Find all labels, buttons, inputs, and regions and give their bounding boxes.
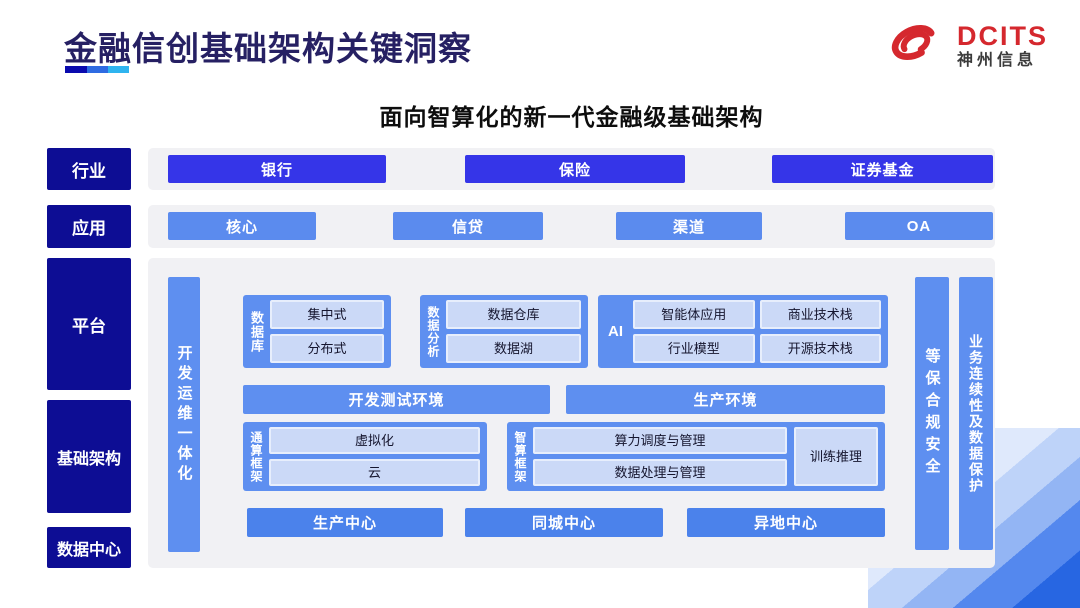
underline-segment-light <box>108 66 129 73</box>
ai-group: AI 智能体应用 商业技术栈 行业模型 开源技术栈 <box>598 295 888 368</box>
security-vertical-bar: 等保合规安全 <box>915 277 949 550</box>
database-item-distributed: 分布式 <box>270 334 384 363</box>
ai-group-label: AI <box>608 323 623 340</box>
industry-item-bank: 银行 <box>168 155 386 183</box>
center-production: 生产中心 <box>247 508 443 537</box>
logo-text: DCITS 神州信息 <box>957 20 1048 69</box>
analytics-group: 数据分析 数据仓库 数据湖 <box>420 295 588 368</box>
analytics-item-warehouse: 数据仓库 <box>446 300 581 329</box>
diagram-title: 面向智算化的新一代金融级基础架构 <box>379 104 764 130</box>
continuity-vertical-bar: 业务连续性及数据保护 <box>959 277 993 550</box>
ai-item-open-source: 开源技术栈 <box>759 334 881 363</box>
industry-row: 银行 保险 证券基金 <box>148 148 995 190</box>
layer-label-application: 应用 <box>47 205 131 248</box>
smart-compute-group: 智算框架 算力调度与管理 数据处理与管理 训练推理 <box>507 422 885 491</box>
platform-panel: 开发运维一体化 等保合规安全 业务连续性及数据保护 数据库 集中式 分布式 数据… <box>148 258 995 568</box>
center-remote: 异地中心 <box>687 508 885 537</box>
layer-label-infrastructure: 基础架构 <box>47 400 131 513</box>
underline-segment-dark <box>65 66 87 73</box>
ai-item-agent-app: 智能体应用 <box>633 300 755 329</box>
production-environment-bar: 生产环境 <box>566 385 885 414</box>
layer-label-platform: 平台 <box>47 258 131 390</box>
layer-label-industry: 行业 <box>47 148 131 190</box>
database-item-centralized: 集中式 <box>270 300 384 329</box>
database-group: 数据库 集中式 分布式 <box>243 295 391 368</box>
underline-segment-medium <box>87 66 108 73</box>
smart-item-data-processing: 数据处理与管理 <box>533 459 787 486</box>
dcits-swirl-icon <box>881 16 947 75</box>
center-same-city: 同城中心 <box>465 508 663 537</box>
analytics-group-label: 数据分析 <box>426 305 440 358</box>
application-item-credit: 信贷 <box>393 212 543 240</box>
general-item-virtualization: 虚拟化 <box>269 427 480 454</box>
smart-item-train-infer: 训练推理 <box>794 427 878 486</box>
layer-label-datacenter: 数据中心 <box>47 527 131 568</box>
industry-item-insurance: 保险 <box>465 155 685 183</box>
general-item-cloud: 云 <box>269 459 480 486</box>
smart-compute-label: 智算框架 <box>513 430 527 483</box>
general-compute-group: 通算框架 虚拟化 云 <box>243 422 487 491</box>
smart-item-compute-scheduling: 算力调度与管理 <box>533 427 787 454</box>
application-item-oa: OA <box>845 212 993 240</box>
ai-item-commercial: 商业技术栈 <box>759 300 881 329</box>
database-group-label: 数据库 <box>249 310 264 353</box>
title-underline <box>65 66 129 73</box>
analytics-item-lake: 数据湖 <box>446 334 581 363</box>
general-compute-label: 通算框架 <box>249 430 263 483</box>
page-title: 金融信创基础架构关键洞察 <box>64 30 472 67</box>
application-item-channel: 渠道 <box>616 212 762 240</box>
logo-company: 神州信息 <box>957 51 1038 69</box>
ai-item-domain-model: 行业模型 <box>633 334 755 363</box>
application-row: 核心 信贷 渠道 OA <box>148 205 995 248</box>
logo-brand: DCITS <box>957 20 1048 51</box>
industry-item-securities: 证券基金 <box>772 155 993 183</box>
devops-vertical-bar: 开发运维一体化 <box>168 277 200 552</box>
application-item-core: 核心 <box>168 212 316 240</box>
logo: DCITS 神州信息 <box>881 16 1048 75</box>
dev-test-environment-bar: 开发测试环境 <box>243 385 550 414</box>
